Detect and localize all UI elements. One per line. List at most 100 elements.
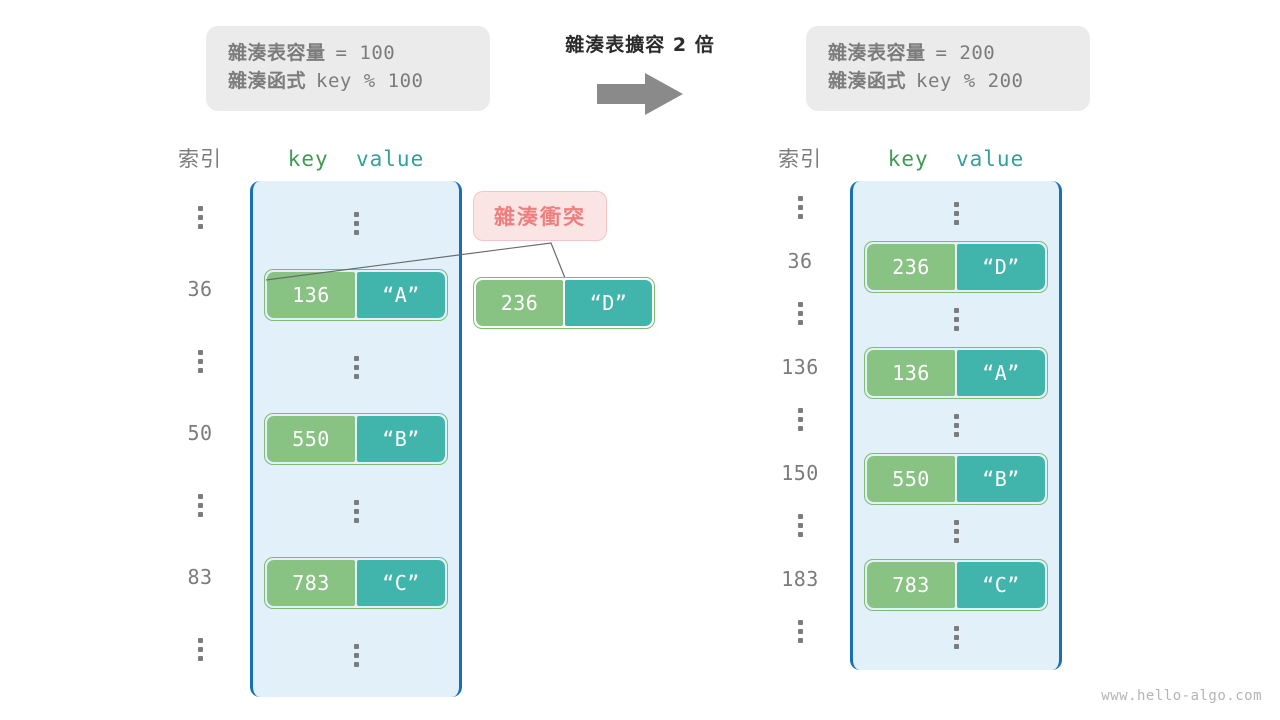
vertical-ellipsis-icon <box>797 302 803 325</box>
header-index: 索引 <box>778 147 822 171</box>
bucket-row: 550“B” <box>253 403 459 475</box>
index-label <box>750 605 850 658</box>
vertical-ellipsis-icon <box>197 493 203 517</box>
index-label <box>750 393 850 446</box>
bucket-row: 136“A” <box>853 346 1059 399</box>
entry-key: 550 <box>267 416 355 462</box>
collided-entry-key: 236 <box>476 280 563 326</box>
header-value: value <box>956 147 1025 171</box>
key-value-entry: 783“C” <box>864 558 1048 611</box>
key-value-entry: 550“B” <box>264 413 448 465</box>
capacity-line-before: 雜湊表容量 = 100 <box>228 40 468 68</box>
index-column-right: 36 136 150 183 <box>750 181 850 670</box>
watermark: www.hello-algo.com <box>1101 688 1262 704</box>
entry-value: “A” <box>957 349 1045 396</box>
vertical-ellipsis-icon <box>197 205 203 229</box>
header-key-value: key value <box>850 147 1062 171</box>
vertical-ellipsis-icon <box>797 196 803 219</box>
hash-function-label: 雜湊函式 <box>228 69 307 92</box>
resize-transition: 雜湊表擴容 2 倍 <box>520 30 760 117</box>
vertical-ellipsis-icon <box>353 643 359 667</box>
vertical-ellipsis-icon <box>953 202 959 225</box>
collision-badge: 雜湊衝突 <box>473 191 607 241</box>
index-label <box>150 181 250 253</box>
entry-key: 550 <box>867 455 955 502</box>
entry-value: “B” <box>357 416 445 462</box>
header-key: key <box>287 147 329 171</box>
header-value: value <box>356 147 425 171</box>
index-label: 150 <box>781 460 819 485</box>
column-headers-left: 索引 key value <box>150 143 462 181</box>
vertical-ellipsis-icon <box>197 637 203 661</box>
capacity-value: = 200 <box>935 42 996 64</box>
capacity-line-after: 雜湊表容量 = 200 <box>828 40 1068 68</box>
bucket-row: 236“D” <box>853 240 1059 293</box>
key-value-entry: 783“C” <box>264 557 448 609</box>
index-label: 136 <box>781 354 819 379</box>
bucket-column-left: 136“A” 550“B” 783“C” <box>250 181 462 697</box>
hash-function-line-before: 雜湊函式 key % 100 <box>228 68 468 96</box>
index-label: 83 <box>187 565 213 589</box>
key-value-entry: 136“A” <box>864 346 1048 399</box>
bucket-row <box>253 475 459 547</box>
capacity-label: 雜湊表容量 <box>828 42 926 64</box>
entry-value: “C” <box>357 560 445 606</box>
hash-function-value: key % 100 <box>316 69 424 92</box>
bucket-row <box>253 331 459 403</box>
index-label: 183 <box>781 566 819 591</box>
hash-function-line-after: 雜湊函式 key % 200 <box>828 68 1068 96</box>
bucket-row: 783“C” <box>253 547 459 619</box>
entry-value: “C” <box>957 561 1045 608</box>
header-key-value: key value <box>250 147 462 171</box>
bucket-row <box>853 399 1059 452</box>
key-value-entry: 136“A” <box>264 269 448 321</box>
entry-value: “D” <box>957 243 1045 290</box>
index-label <box>750 287 850 340</box>
bucket-row: 783“C” <box>853 558 1059 611</box>
entry-key: 783 <box>867 561 955 608</box>
bucket-row <box>253 187 459 259</box>
column-headers-right: 索引 key value <box>750 143 1062 181</box>
capacity-label: 雜湊表容量 <box>228 42 326 64</box>
bucket-column-right: 236“D” 136“A” 550“B” 783“C” <box>850 181 1062 670</box>
right-arrow-icon <box>597 73 683 115</box>
key-value-entry: 550“B” <box>864 452 1048 505</box>
entry-key: 783 <box>267 560 355 606</box>
header-index: 索引 <box>178 147 222 171</box>
index-label: 36 <box>787 248 813 273</box>
vertical-ellipsis-icon <box>797 620 803 643</box>
transition-title: 雜湊表擴容 2 倍 <box>565 34 715 56</box>
index-label <box>750 181 850 234</box>
collided-entry: 236 “D” <box>473 277 655 329</box>
capacity-value: = 100 <box>335 42 396 64</box>
vertical-ellipsis-icon <box>197 349 203 373</box>
entry-key: 136 <box>267 272 355 318</box>
vertical-ellipsis-icon <box>953 414 959 437</box>
index-label <box>150 613 250 685</box>
index-label <box>150 325 250 397</box>
hash-function-label: 雜湊函式 <box>828 69 907 92</box>
hash-table-info-before: 雜湊表容量 = 100 雜湊函式 key % 100 <box>206 26 490 112</box>
bucket-row <box>253 619 459 691</box>
vertical-ellipsis-icon <box>797 408 803 431</box>
vertical-ellipsis-icon <box>953 520 959 543</box>
vertical-ellipsis-icon <box>353 355 359 379</box>
bucket-row <box>853 505 1059 558</box>
index-label: 50 <box>187 421 213 445</box>
vertical-ellipsis-icon <box>353 499 359 523</box>
vertical-ellipsis-icon <box>797 514 803 537</box>
key-value-entry: 236“D” <box>864 240 1048 293</box>
collided-entry-value: “D” <box>565 280 652 326</box>
bucket-row <box>853 611 1059 664</box>
bucket-row <box>853 187 1059 240</box>
entry-key: 236 <box>867 243 955 290</box>
arrow-wrap <box>520 71 760 117</box>
entry-value: “A” <box>357 272 445 318</box>
entry-key: 136 <box>867 349 955 396</box>
